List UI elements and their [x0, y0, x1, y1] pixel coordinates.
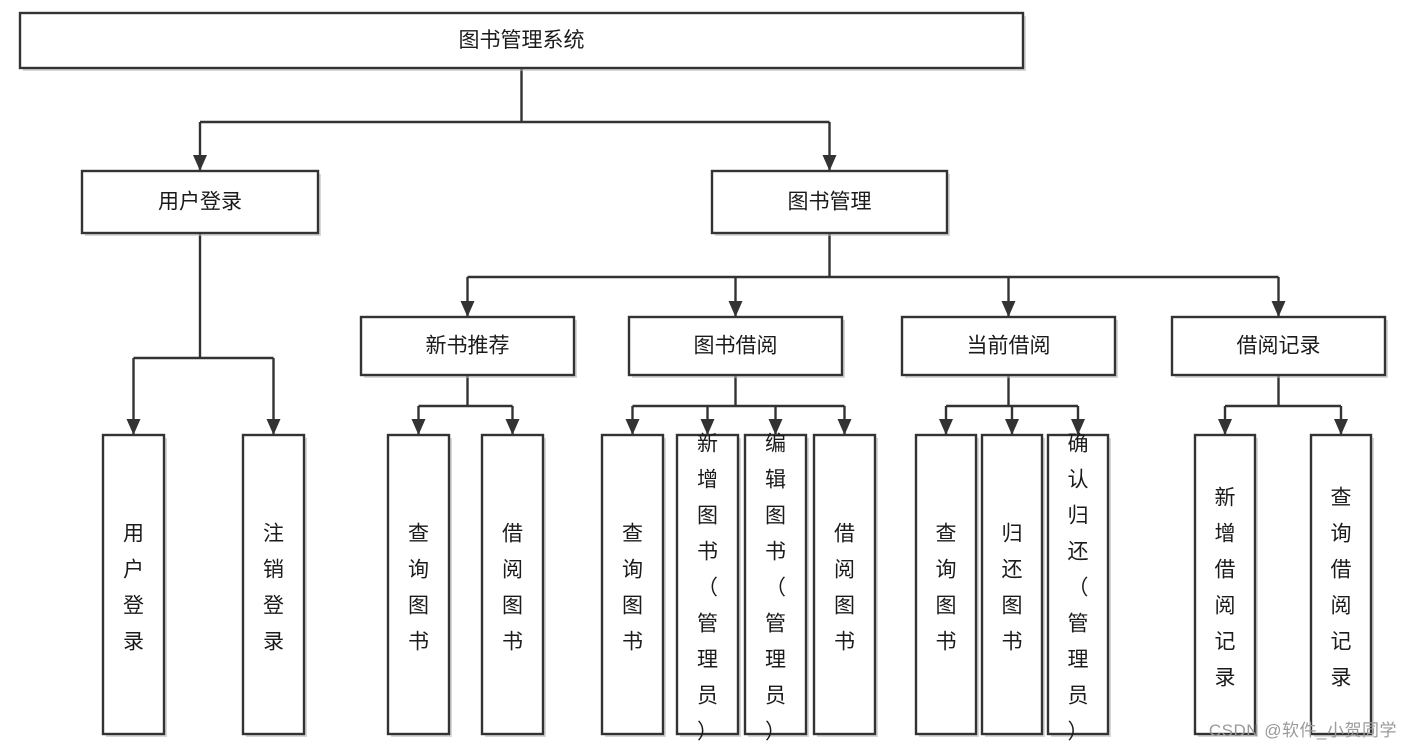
node-borrow-record[interactable]: 借阅记录 [1170, 315, 1388, 378]
node-leaf-query-record[interactable]: 查询借阅记录 [1309, 433, 1374, 737]
node-rect[interactable] [359, 315, 576, 377]
node-label: 新书推荐 [426, 335, 510, 358]
node-rect[interactable] [812, 433, 877, 736]
node-rect[interactable] [900, 315, 1117, 377]
node-leaf-query-book-2[interactable]: 查询图书 [600, 433, 666, 737]
node-leaf-borrow-book-1[interactable]: 借阅图书 [480, 433, 546, 737]
arrow-head [837, 419, 852, 435]
node-leaf-query-book-3[interactable]: 查询图书 [914, 433, 979, 737]
node-leaf-edit-book[interactable]: 编辑图书（管理员） [743, 433, 809, 744]
arrow-head [460, 301, 475, 317]
node-label: 新增借阅记录 [1215, 487, 1236, 690]
node-label: 借阅记录 [1237, 335, 1321, 358]
node-leaf-confirm-return[interactable]: 确认归还（管理员） [1046, 433, 1111, 744]
node-label: 查询图书 [622, 523, 643, 654]
node-rect[interactable] [980, 433, 1044, 736]
node-label: 当前借阅 [967, 335, 1051, 358]
node-user-login[interactable]: 用户登录 [80, 169, 321, 236]
node-book-borrow[interactable]: 图书借阅 [627, 315, 845, 378]
arrow-head [505, 419, 520, 435]
node-rect[interactable] [80, 169, 320, 235]
node-label: 用户登录 [158, 191, 242, 214]
node-rect[interactable] [914, 433, 978, 736]
node-label: 借阅图书 [502, 523, 523, 654]
node-rect[interactable] [1170, 315, 1387, 377]
edge-group-book-manage [460, 233, 1286, 317]
node-label: 归还图书 [1002, 523, 1023, 654]
node-rect[interactable] [710, 169, 949, 235]
node-rect[interactable] [743, 433, 808, 736]
node-leaf-borrow-book-2[interactable]: 借阅图书 [812, 433, 878, 737]
node-label: 图书管理系统 [459, 29, 585, 52]
node-rect[interactable] [627, 315, 844, 377]
node-rect[interactable] [386, 433, 451, 736]
arrow-head [822, 155, 837, 171]
edge-group-book-borrow [625, 375, 852, 435]
node-leaf-user-login[interactable]: 用户登录 [101, 433, 167, 737]
edge-group-new-book-recommend [411, 375, 520, 435]
arrow-head [411, 419, 426, 435]
edge-group-user-login [126, 233, 281, 435]
arrow-head [1218, 419, 1232, 435]
node-rect[interactable] [675, 433, 740, 736]
node-label: 查询图书 [408, 523, 429, 654]
arrow-head [625, 419, 640, 435]
node-label: 用户登录 [123, 523, 144, 654]
node-rect[interactable] [101, 433, 166, 736]
arrow-head [1001, 301, 1016, 317]
node-layer: 图书管理系统用户登录图书管理新书推荐图书借阅当前借阅借阅记录用户登录注销登录查询… [18, 11, 1388, 744]
edge-group-root [193, 68, 837, 171]
node-leaf-add-record[interactable]: 新增借阅记录 [1193, 433, 1258, 737]
node-rect[interactable] [241, 433, 306, 736]
arrow-head [126, 419, 141, 435]
node-label: 编辑图书（管理员） [765, 433, 786, 744]
node-label: 新增图书（管理员） [697, 433, 718, 744]
arrow-head [1271, 301, 1286, 317]
node-label: 借阅图书 [834, 523, 855, 654]
node-label: 注销登录 [263, 523, 284, 654]
node-label: 查询借阅记录 [1331, 487, 1352, 690]
node-leaf-add-book[interactable]: 新增图书（管理员） [675, 433, 741, 744]
node-root[interactable]: 图书管理系统 [18, 11, 1026, 71]
node-rect[interactable] [1193, 433, 1257, 736]
arrow-head [728, 301, 743, 317]
edge-group-current-borrow [939, 375, 1085, 435]
node-rect[interactable] [1309, 433, 1373, 736]
node-book-manage[interactable]: 图书管理 [710, 169, 950, 236]
node-leaf-return-book[interactable]: 归还图书 [980, 433, 1045, 737]
node-current-borrow[interactable]: 当前借阅 [900, 315, 1118, 378]
node-leaf-query-book-1[interactable]: 查询图书 [386, 433, 452, 737]
node-rect[interactable] [1046, 433, 1110, 736]
node-rect[interactable] [18, 11, 1025, 70]
arrow-head [266, 419, 281, 435]
edge-group-borrow-record [1218, 375, 1348, 435]
node-label: 图书借阅 [694, 335, 778, 358]
arrow-head [939, 419, 953, 435]
node-label: 查询图书 [936, 523, 957, 654]
node-new-book-recommend[interactable]: 新书推荐 [359, 315, 577, 378]
node-label: 确认归还（管理员） [1068, 433, 1089, 744]
node-rect[interactable] [600, 433, 665, 736]
arrow-head [1334, 419, 1348, 435]
node-label: 图书管理 [788, 191, 872, 214]
arrow-head [768, 419, 783, 435]
arrow-head [1071, 419, 1085, 435]
arrow-head [1005, 419, 1019, 435]
node-leaf-user-logout[interactable]: 注销登录 [241, 433, 307, 737]
connector-layer [126, 68, 1348, 435]
arrow-head [193, 155, 207, 171]
arrow-head [700, 419, 715, 435]
node-rect[interactable] [480, 433, 545, 736]
